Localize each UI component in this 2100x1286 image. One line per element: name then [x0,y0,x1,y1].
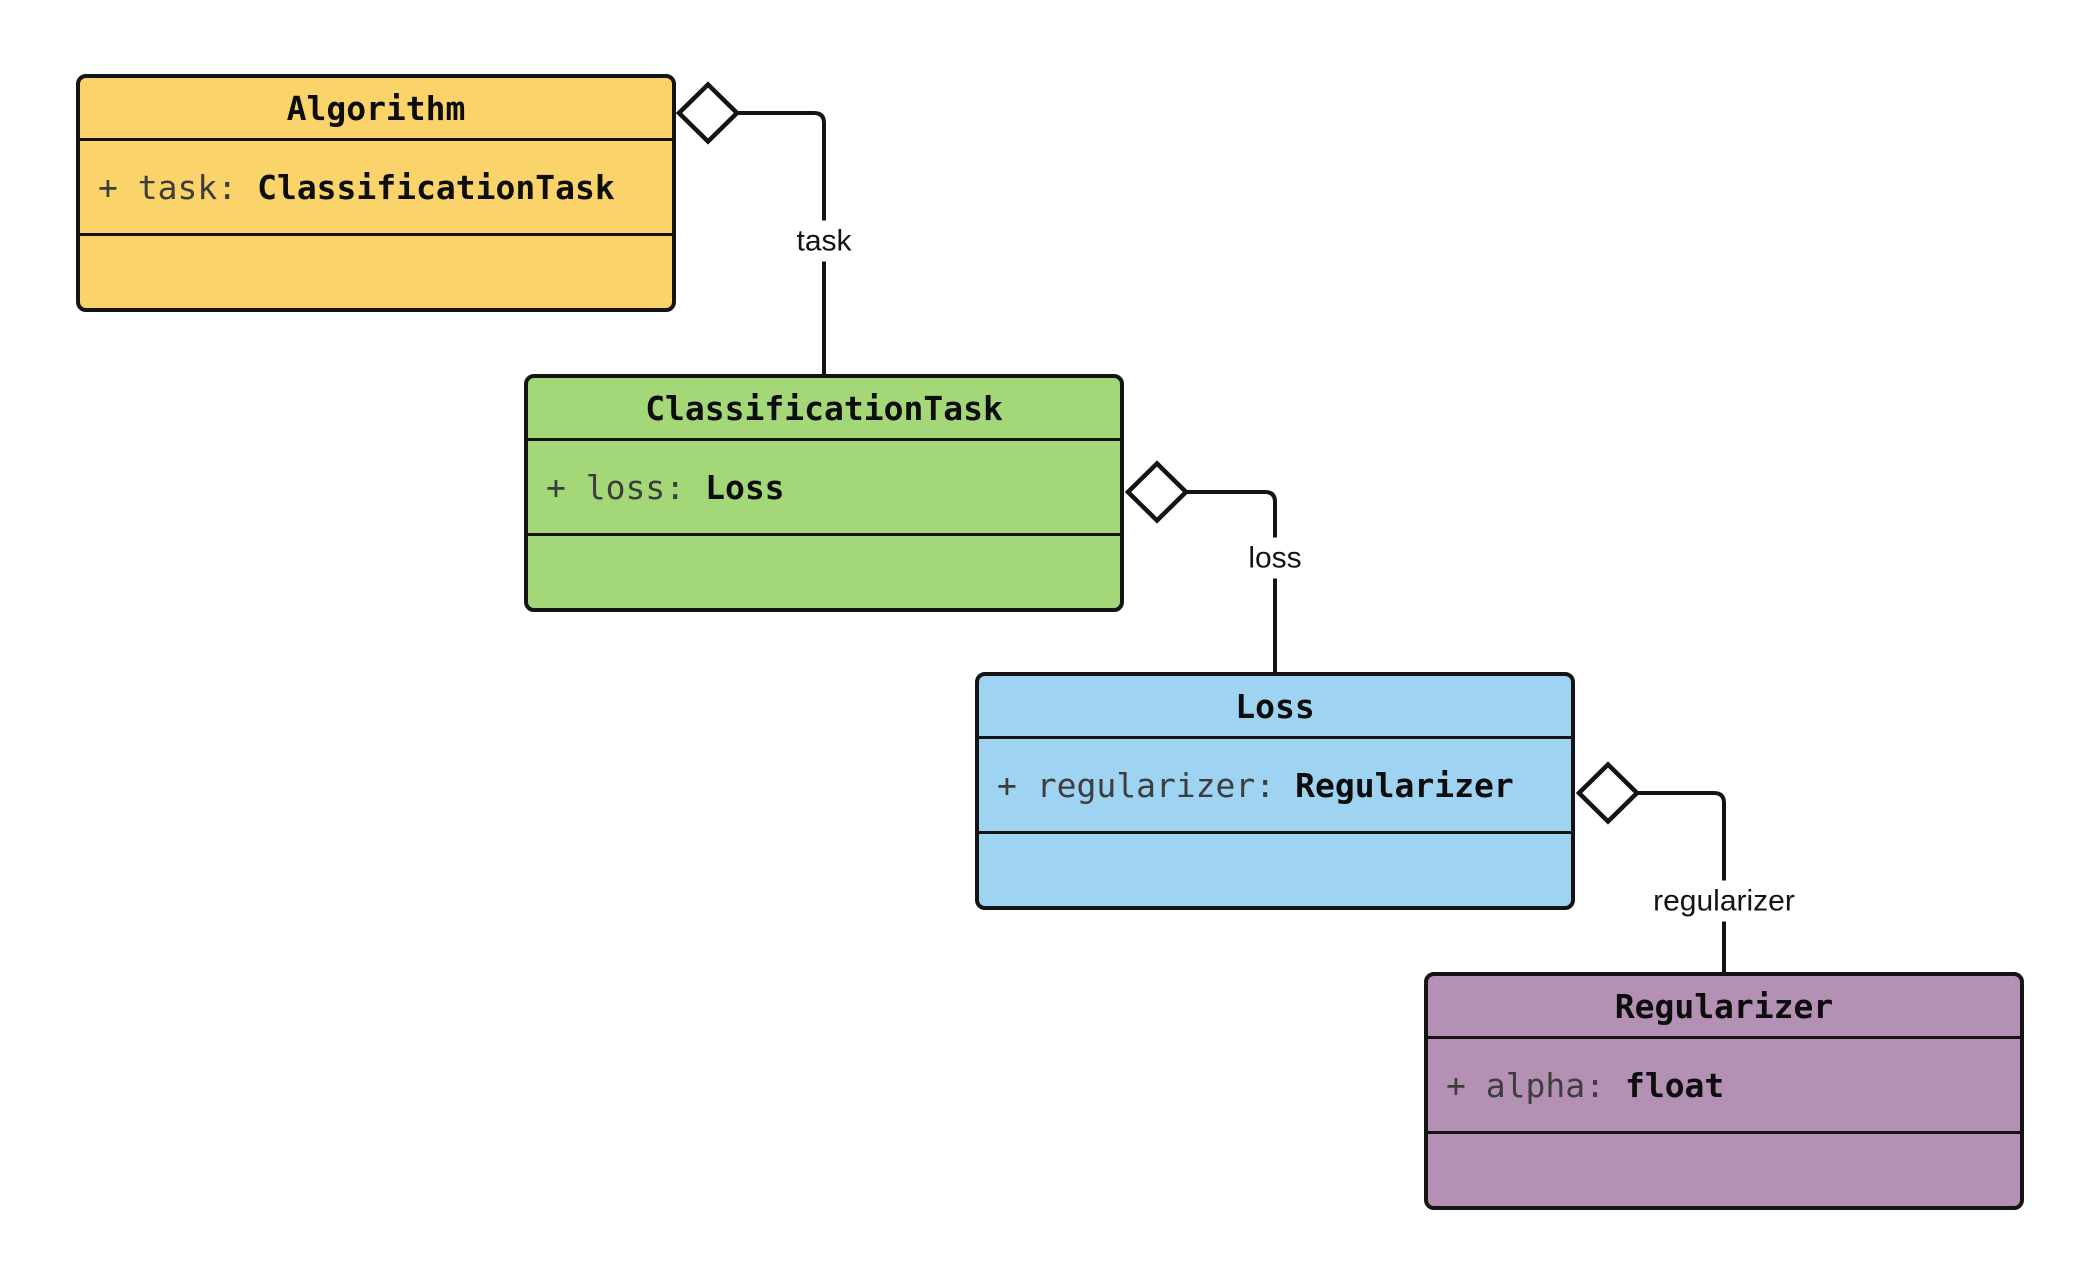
aggregation-diamond-icon [675,81,741,145]
class-attributes: + alpha: float [1428,1039,2020,1134]
attribute-label: + regularizer: [997,765,1276,805]
class-attributes: + task: ClassificationTask [80,141,672,236]
class-methods-empty [1428,1134,2020,1206]
aggregation-diamond-icon [1575,761,1641,825]
class-box-loss: Loss + regularizer: Regularizer [975,672,1575,910]
class-title: Algorithm [80,78,672,141]
aggregation-diamond-icon [1124,460,1190,524]
class-title: Loss [979,676,1571,739]
attribute-type: Loss [705,467,785,507]
class-title: ClassificationTask [528,378,1120,441]
class-attributes: + regularizer: Regularizer [979,739,1571,834]
edge-label-loss: loss [1240,537,1310,579]
attribute-label: + alpha: [1446,1065,1605,1105]
attribute-label: + task: [98,167,238,207]
attribute-label: + loss: [546,467,686,507]
class-methods-empty [979,834,1571,906]
attribute-type: Regularizer [1295,765,1514,805]
class-attributes: + loss: Loss [528,441,1120,536]
edge-label-task: task [788,220,860,262]
edge-label-regularizer: regularizer [1645,880,1803,922]
class-title: Regularizer [1428,976,2020,1039]
class-box-classificationtask: ClassificationTask + loss: Loss [524,374,1124,612]
edge-line-task [737,111,826,378]
edge-line-regularizer [1637,791,1726,976]
edge-line-loss [1186,490,1277,676]
class-box-algorithm: Algorithm + task: ClassificationTask [76,74,676,312]
class-methods-empty [80,236,672,308]
attribute-type: ClassificationTask [257,167,615,207]
class-box-regularizer: Regularizer + alpha: float [1424,972,2024,1210]
attribute-type: float [1624,1065,1725,1105]
class-methods-empty [528,536,1120,608]
